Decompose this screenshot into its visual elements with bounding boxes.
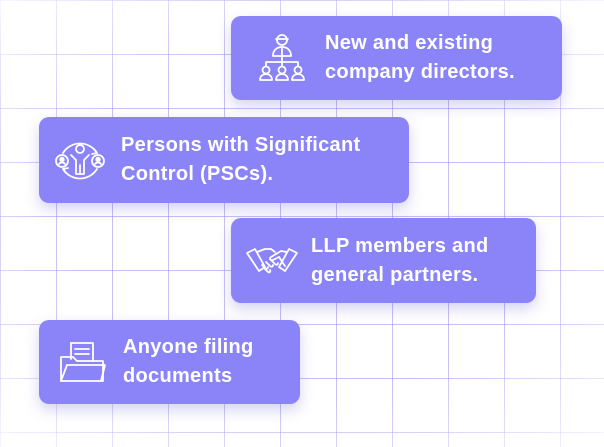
org-chart-director-icon (253, 29, 311, 87)
card-llp-members: LLP members and general partners. (231, 218, 536, 303)
card-anyone-filing: Anyone filing documents (39, 320, 300, 404)
card-label: LLP members and general partners. (311, 234, 489, 286)
folder-document-icon (53, 333, 111, 391)
handshake-icon (243, 232, 301, 290)
significant-control-person-icon (51, 131, 109, 189)
card-company-directors: New and existing company directors. (231, 16, 562, 100)
card-persons-significant-control: Persons with Significant Control (PSCs). (39, 117, 409, 203)
card-label: New and existing company directors. (325, 32, 515, 83)
card-label: Anyone filing documents (123, 336, 254, 387)
card-label: Persons with Significant Control (PSCs). (121, 134, 361, 185)
